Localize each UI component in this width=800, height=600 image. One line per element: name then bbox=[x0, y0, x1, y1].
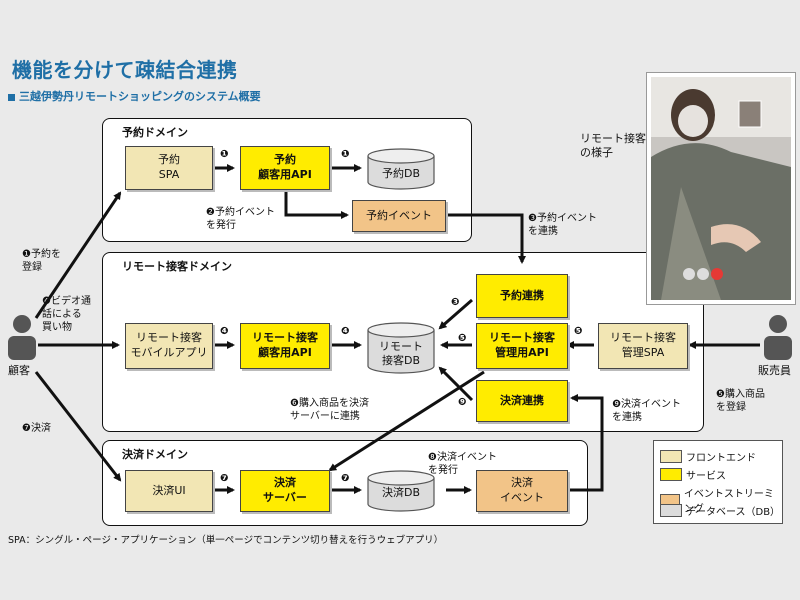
arrow-customer-to-reserve-spa bbox=[34, 191, 122, 319]
arrow-event-to-link bbox=[446, 213, 526, 264]
reserve-api-box: 予約 顧客用API bbox=[240, 146, 330, 190]
arrow-event-to-payment-link bbox=[568, 394, 604, 492]
step7-label: ❼決済 bbox=[22, 423, 51, 434]
subtitle-text: 三越伊勢丹リモートショッピングのシステム概要 bbox=[19, 90, 261, 103]
arrow-link-to-remote-db bbox=[438, 298, 473, 330]
legend: フロントエンド サービス イベントストリーミング データベース（DB） bbox=[653, 440, 783, 524]
payment-domain-label: 決済ドメイン bbox=[122, 448, 188, 461]
payment-db-cylinder bbox=[367, 470, 435, 512]
marker-5b: ❺ bbox=[574, 326, 583, 337]
marker-1b: ❶ bbox=[341, 149, 350, 160]
step2-label: ❷予約イベント を発行 bbox=[206, 207, 275, 231]
legend-database: データベース（DB） bbox=[660, 503, 780, 518]
marker-1a: ❶ bbox=[220, 149, 229, 160]
photo-caption: リモート接客 の様子 bbox=[580, 132, 646, 160]
arrow-api-to-event bbox=[284, 188, 349, 219]
reserve-spa-box: 予約 SPA bbox=[125, 146, 213, 190]
marker-5a: ❺ bbox=[458, 333, 467, 344]
payment-db-label: 決済DB bbox=[381, 486, 421, 499]
page-title: 機能を分けて疎結合連携 bbox=[12, 58, 238, 82]
photo-illustration bbox=[651, 77, 791, 300]
bullet-icon bbox=[8, 93, 15, 101]
step9-label: ❾決済イベント を連携 bbox=[612, 399, 681, 423]
legend-event: イベントストリーミング bbox=[660, 485, 782, 515]
reservation-domain-label: 予約ドメイン bbox=[122, 126, 188, 139]
step8-label: ❽決済イベント を発行 bbox=[428, 452, 497, 476]
payment-ui-box: 決済UI bbox=[125, 470, 213, 512]
step4-label: ❹ビデオ通 話による 買い物 bbox=[42, 296, 91, 333]
legend-database-swatch bbox=[660, 504, 682, 517]
reserve-db-cylinder bbox=[367, 148, 435, 190]
step6-label: ❻購入商品を決済 サーバーに連携 bbox=[290, 398, 369, 422]
step5-label: ❺購入商品 を登録 bbox=[716, 389, 765, 413]
legend-service: サービス bbox=[660, 467, 726, 482]
reserve-link-box: 予約連携 bbox=[476, 274, 568, 318]
marker-7a: ❼ bbox=[220, 473, 229, 484]
legend-service-label: サービス bbox=[686, 471, 726, 482]
legend-frontend-swatch bbox=[660, 450, 682, 463]
remote-cust-api-box: リモート接客 顧客用API bbox=[240, 323, 330, 369]
remote-db-label: リモート 接客DB bbox=[379, 340, 423, 368]
legend-frontend-label: フロントエンド bbox=[686, 453, 756, 464]
reserve-event-box: 予約イベント bbox=[352, 200, 446, 232]
legend-database-label: データベース（DB） bbox=[686, 507, 781, 518]
remote-mgmt-spa-box: リモート接客 管理SPA bbox=[598, 323, 688, 369]
customer-label: 顧客 bbox=[8, 364, 30, 377]
seller-icon bbox=[764, 315, 792, 360]
legend-service-swatch bbox=[660, 468, 682, 481]
payment-server-box: 決済 サーバー bbox=[240, 470, 330, 512]
remote-mobile-box: リモート接客 モバイルアプリ bbox=[125, 323, 213, 369]
remote-service-photo bbox=[647, 73, 795, 304]
seller-label: 販売員 bbox=[758, 364, 791, 377]
customer-icon bbox=[8, 315, 36, 360]
arrow-customer-to-payment-ui bbox=[34, 371, 122, 482]
remote-domain-label: リモート接客ドメイン bbox=[122, 260, 232, 273]
remote-mgmt-api-box: リモート接客 管理用API bbox=[476, 323, 568, 369]
arrow-payment-link-to-remote-db bbox=[438, 366, 474, 402]
step3-label: ❸予約イベント を連携 bbox=[528, 213, 597, 237]
reserve-db-label: 予約DB bbox=[381, 167, 421, 180]
remote-db-cylinder bbox=[367, 322, 435, 374]
marker-7b: ❼ bbox=[341, 473, 350, 484]
marker-3: ❸ bbox=[451, 297, 460, 308]
payment-event-box: 決済 イベント bbox=[476, 470, 568, 512]
marker-4b: ❹ bbox=[341, 326, 350, 337]
page-subtitle: 三越伊勢丹リモートショッピングのシステム概要 bbox=[8, 88, 261, 104]
legend-frontend: フロントエンド bbox=[660, 449, 756, 464]
footnote: SPA：シングル・ページ・アプリケーション（単一ページでコンテンツ切り替えを行う… bbox=[8, 535, 444, 546]
marker-4a: ❹ bbox=[220, 326, 229, 337]
step1-label: ❶予約を 登録 bbox=[22, 249, 61, 273]
arrow-mgmtapi-to-payment-server bbox=[328, 370, 485, 472]
legend-event-label: イベントストリーミング bbox=[683, 489, 774, 515]
payment-link-box: 決済連携 bbox=[476, 380, 568, 422]
marker-9: ❾ bbox=[458, 397, 467, 408]
